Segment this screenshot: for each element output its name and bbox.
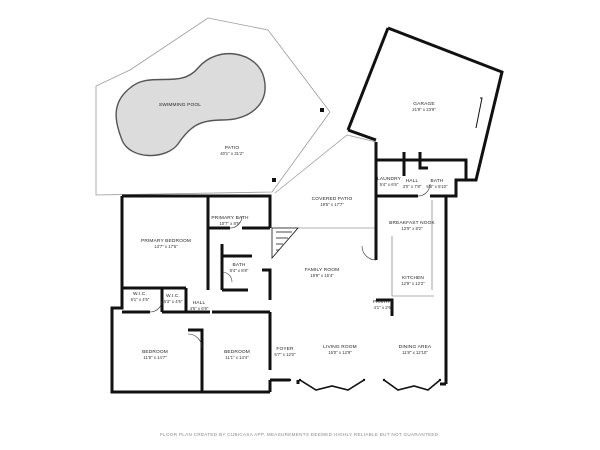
room-label-foyer: FOYER 5'7" x 12'0" [274,346,296,357]
room-label-bedroom-2: BEDROOM 11'1" x 14'4" [224,349,250,360]
room-label-bath-hall: BATH 8'4" x 8'8" [229,262,249,273]
room-label-covered-patio: COVERED PATIO 19'5" x 17'7" [311,196,353,207]
room-label-family-room: FAMILY ROOM 19'9" x 15'4" [304,267,340,278]
room-label-laundry: LAUNDRY 5'4" x 6'6" [377,176,401,187]
room-label-hall-bed: HALL 4'6" x 6'9" [189,300,209,311]
room-label-bedroom-1: BEDROOM 11'8" x 14'7" [142,349,168,360]
disclaimer-footer: FLOOR PLAN CREATED BY CUBICASA APP. MEAS… [160,432,440,437]
room-label-breakfast-nook: BREAKFAST NOOK 12'9" x 8'2" [389,220,435,231]
garage-door [475,97,483,129]
room-label-pantry: PANTRY 4'1" x 2'6" [373,299,393,310]
room-label-swimming-pool: SWIMMING POOL [158,103,202,109]
patio-marker [320,108,324,112]
window-marks [270,378,442,382]
room-label-wic-1: W.I.C. 6'1" x 4'5" [130,291,150,302]
swimming-pool [115,52,266,157]
covered-patio-outline [274,134,377,229]
room-label-patio: PATIO 40'1" x 31'2" [220,145,244,156]
room-label-living-room: LIVING ROOM 15'0" x 12'9" [323,344,357,355]
door-swings [149,183,431,349]
patio-marker [272,178,276,182]
room-label-bath-garage: BATH 5'8" x 5'10" [426,178,448,189]
room-label-primary-bath: PRIMARY BATH 10'7" x 8'5" [211,215,249,226]
room-label-dining-area: DINING AREA 11'8" x 12'10" [398,344,432,355]
hatch-stairs [271,227,299,260]
room-label-kitchen: KITCHEN 12'9" x 12'2" [401,275,425,286]
room-label-primary-bedroom: PRIMARY BEDROOM 13'7" x 17'5" [140,238,192,249]
room-label-hall-garage: HALL 3'0" x 7'8" [402,178,422,189]
house-walls [110,142,468,394]
room-label-wic-2: W.I.C. 5'3" x 4'5" [163,293,183,304]
kitchen-counters [391,200,434,297]
bay-windows [299,379,441,391]
room-label-garage: GARAGE 21'9" x 23'9" [412,101,436,112]
garage-walls [346,26,504,182]
